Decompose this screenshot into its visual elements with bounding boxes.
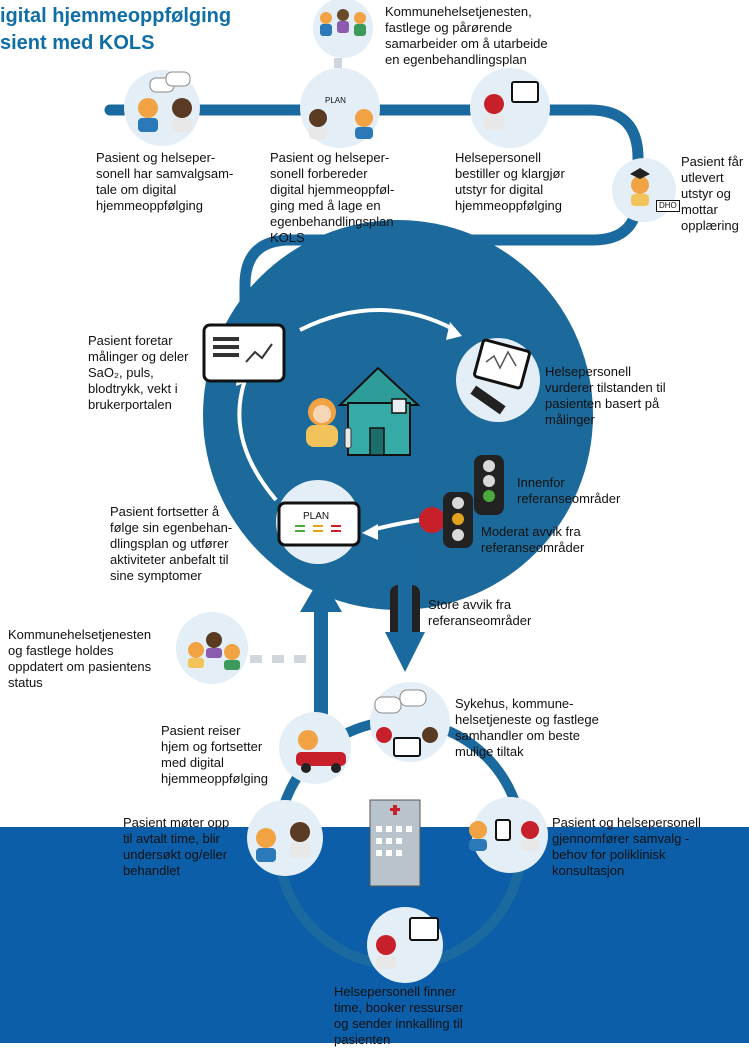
step-hospital-collab: Sykehus, kommune- helsetjeneste og fastl… [455,696,599,759]
step-outpatient: Pasient og helsepersonell gjennomfører s… [552,815,701,878]
escalation-arrow [385,545,425,672]
step-plan-prep: Pasient og helseper- sonell forbereder d… [270,150,395,245]
traffic-light-green [474,455,504,515]
step-assessment: Helsepersonell vurderer tilstanden til p… [545,364,666,427]
dho-label: DHO [656,200,680,212]
step-training: Pasient får utlevert utstyr og mottar op… [681,154,744,233]
assessment-computer-icon [456,338,540,422]
page-title-line1: igital hjemmeoppfølging [0,5,232,27]
traffic-light-yellow [419,492,473,548]
page-title-line2: sient med KOLS [0,32,155,54]
step-within-range: Innenfor referanseområder [517,475,621,506]
measurement-tablet-icon [202,323,286,383]
plan-tablet-label: PLAN [303,511,330,522]
step-large-deviation: Store avvik fra referanseområder [428,597,532,628]
order-equipment-node [470,68,550,148]
step-moderate-deviation: Moderat avvik fra referanseområder [481,524,585,555]
cycle-arc-top [299,308,456,332]
pathway-line [104,104,644,311]
plan-tablet-icon [276,480,361,564]
step-continue-plan: Pasient fortsetter å følge sin egenbehan… [110,504,233,583]
plan-prep-tablet-label: PLAN [325,96,346,105]
home-icon [337,366,421,456]
step-booking: Helsepersonell finner time, booker ressu… [334,984,464,1047]
people-figures [138,9,650,969]
cycle-arc-left [237,379,278,502]
step-kept-updated: Kommunehelsetjenesten og fastlege holdes… [8,627,152,690]
patient-at-home-icon [306,398,352,449]
step-measurements: Pasient foretar målinger og deler SaO₂, … [88,333,189,412]
step-appointment: Pasient møter opp til avtalt time, blir … [123,815,230,878]
hospital-icon [369,799,421,887]
step-order-equipment: Helsepersonell bestiller og klargjør uts… [455,150,565,213]
step-top-collab: Kommunehelsetjenesten, fastlege og pårør… [385,4,548,67]
top-connector [334,58,342,68]
step-go-home: Pasient reiser hjem og fortsetter med di… [161,723,268,786]
go-home-node [279,712,351,784]
step-shared-decision: Pasient og helseper- sonell har samvalgs… [96,150,234,213]
